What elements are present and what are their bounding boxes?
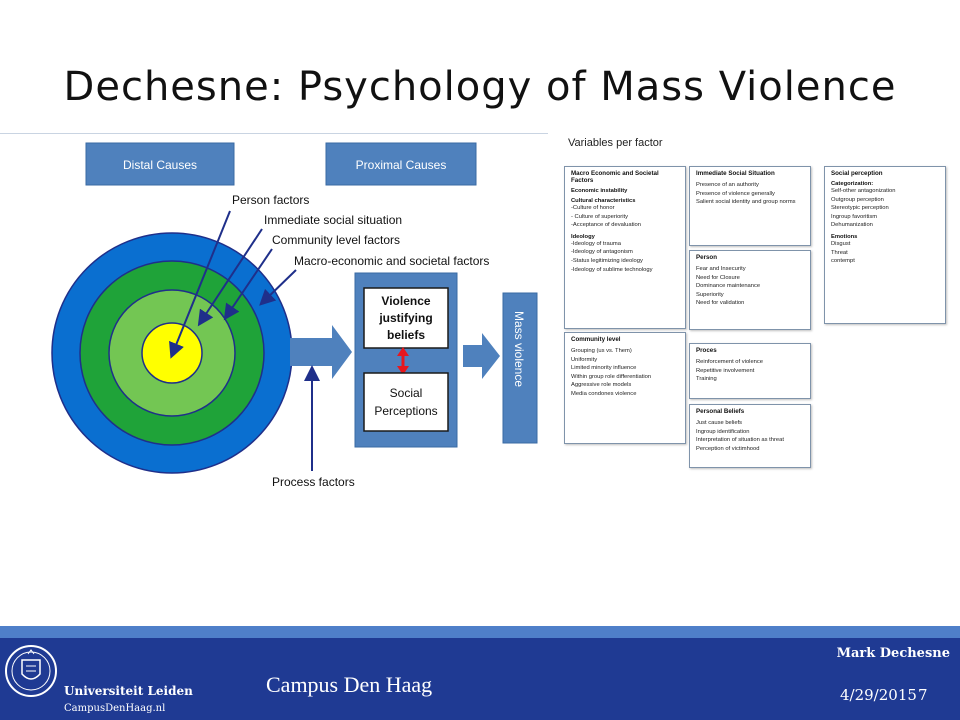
violence-beliefs-line-2: justifying: [378, 311, 432, 325]
university-seal-logo: [5, 645, 57, 697]
emotions-item: Threat: [831, 249, 848, 256]
personal-beliefs-item: Just cause beliefs: [696, 420, 743, 426]
variables-panel: Variables per factor Macro Economic and …: [548, 133, 960, 473]
macro-factors-box: Macro Economic and Societal Factors Econ…: [564, 166, 686, 329]
footer-stripe: [0, 626, 960, 638]
emotions-item: Disgust: [831, 240, 851, 247]
personal-beliefs-box: Personal Beliefs Just cause beliefs Ingr…: [689, 404, 811, 468]
flow-arrow-2: [463, 333, 500, 379]
macro-economic-label: Macro-economic and societal factors: [294, 254, 489, 268]
social-perception-heading: Social perception: [831, 170, 883, 177]
variables-title: Variables per factor: [568, 137, 663, 149]
flow-arrow-1: [290, 325, 352, 379]
person-box: Person Fear and Insecurity Need for Clos…: [689, 250, 811, 330]
distal-causes-label: Distal Causes: [123, 158, 197, 172]
immediate-pointer-arrow: [197, 228, 263, 327]
economic-instability-heading: Economic instability: [571, 188, 628, 194]
community-item: Aggressive role models: [571, 382, 632, 389]
immediate-social-label: Immediate social situation: [264, 213, 402, 227]
proces-item: Repetitive involvement: [696, 367, 755, 374]
social-perception-box: Social perception Categorization: Self-o…: [824, 166, 946, 324]
slide-title: Dechesne: Psychology of Mass Violence: [63, 64, 897, 110]
categorization-item: Self-other antagonization: [831, 188, 896, 194]
community-item: Media condones violence: [571, 390, 637, 397]
community-item: Within group role differentiation: [571, 373, 652, 380]
person-item: Need for validation: [696, 300, 745, 307]
mass-violence-label: Mass violence: [512, 311, 526, 387]
categorization-item: Dehumanization: [831, 222, 873, 229]
violence-beliefs-box: [363, 287, 449, 349]
proximal-causes-label: Proximal Causes: [356, 158, 447, 172]
cultural-heading: Cultural characteristics: [571, 198, 636, 204]
violence-beliefs-line-3: beliefs: [387, 328, 425, 342]
ideology-item: -Ideology of sublime technology: [571, 266, 653, 273]
reciprocal-arrow-down-head: [397, 366, 409, 375]
community-level-heading: Community level: [571, 336, 621, 343]
author-name: Mark Dechesne: [836, 646, 950, 661]
page-number: 7: [918, 686, 928, 704]
ideology-heading: Ideology: [571, 233, 595, 240]
process-factors-label: Process factors: [272, 475, 355, 489]
community-level-box: Community level Grouping (us vs. Them) U…: [564, 332, 686, 444]
university-name: Universiteit Leiden: [64, 684, 193, 698]
community-pointer-arrow: [223, 248, 273, 321]
community-item: Uniformity: [571, 356, 598, 363]
proces-heading: Proces: [696, 347, 717, 354]
proces-item: Reinforcement of violence: [696, 359, 764, 365]
social-perceptions-box: [363, 372, 449, 432]
person-item: Fear and Insecurity: [696, 266, 746, 272]
categorization-item: Stereotypic perception: [831, 205, 889, 212]
immediate-item: Presence of an authority: [696, 182, 759, 188]
community-item: Limited minority influence: [571, 365, 637, 372]
person-heading: Person: [696, 254, 717, 261]
ideology-item: -Ideology of antagonism: [571, 249, 633, 256]
person-pointer-arrow: [169, 210, 231, 359]
emotions-heading: Emotions: [831, 233, 858, 240]
immediate-item: Salient social identity and group norms: [696, 199, 796, 206]
emotions-item: contempt: [831, 258, 855, 265]
categorization-item: Outgroup perception: [831, 196, 884, 203]
person-item: Need for Closure: [696, 274, 740, 281]
categorization-heading: Categorization:: [831, 181, 874, 187]
campus-name: Campus Den Haag: [266, 672, 433, 697]
cultural-item: - Culture of superiority: [571, 213, 629, 220]
violence-beliefs-line-1: Violence: [381, 294, 430, 308]
proces-box: Proces Reinforcement of violence Repetit…: [689, 343, 811, 399]
categorization-item: Ingroup favoritism: [831, 213, 878, 220]
person-item: Dominance maintenance: [696, 283, 761, 290]
proximal-causes-box: [325, 142, 477, 186]
university-url: CampusDenHaag.nl: [64, 703, 166, 714]
macro-factors-heading: Macro Economic and Societal Factors: [571, 170, 659, 184]
proces-item: Training: [696, 376, 717, 383]
personal-beliefs-item: Ingroup identification: [696, 428, 750, 435]
personal-beliefs-heading: Personal Beliefs: [696, 408, 745, 415]
mass-violence-diagram: Distal Causes Proximal Causes Person fac…: [0, 133, 548, 489]
slide-date: 4/29/2015: [840, 686, 917, 704]
distal-causes-box: [85, 142, 235, 186]
person-item: Superiority: [696, 291, 724, 298]
personal-beliefs-item: Interpretation of situation as threat: [696, 437, 784, 444]
immediate-situation-box: Immediate Social Situation Presence of a…: [689, 166, 811, 246]
cultural-item: -Culture of honor: [571, 205, 615, 211]
immediate-item: Presence of violence generally: [696, 190, 775, 197]
community-level-label: Community level factors: [272, 233, 400, 247]
ideology-item: -Status legitimizing ideology: [571, 257, 643, 264]
social-perceptions-line-1: Social: [390, 386, 423, 400]
community-item: Grouping (us vs. Them): [571, 348, 632, 354]
mass-violence-box: [502, 292, 538, 444]
social-perceptions-line-2: Perceptions: [374, 404, 437, 418]
cultural-item: -Acceptance of devaluation: [571, 222, 641, 229]
slide-footer: Universiteit Leiden CampusDenHaag.nl Cam…: [0, 626, 960, 720]
immediate-situation-heading: Immediate Social Situation: [696, 170, 775, 177]
ideology-item: -Ideology of trauma: [571, 240, 621, 247]
reciprocal-arrow-up-head: [397, 347, 409, 356]
person-factors-label: Person factors: [232, 193, 309, 207]
personal-beliefs-item: Perception of victimhood: [696, 445, 760, 452]
macro-pointer-arrow: [259, 269, 297, 306]
